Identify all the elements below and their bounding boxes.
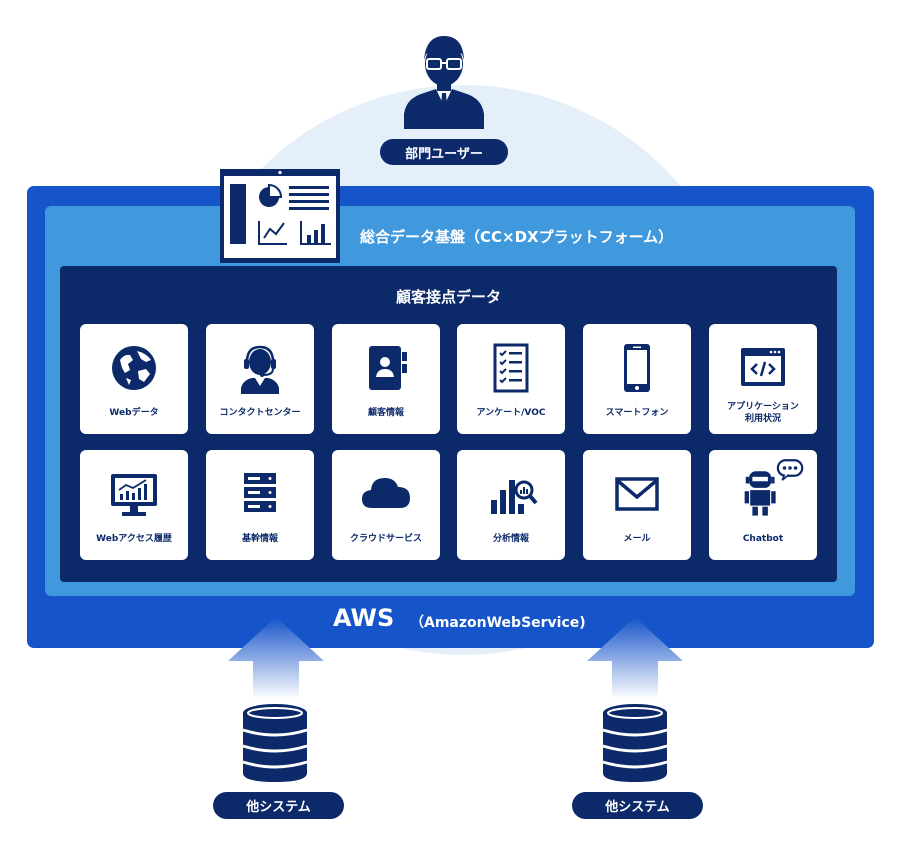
other-system-label: 他システム: [213, 792, 344, 819]
card-label: メール: [623, 534, 651, 544]
cloud-icon: [362, 478, 410, 508]
card-cloud-services: クラウドサービス: [332, 450, 440, 560]
card-label: コンタクトセンター: [219, 408, 301, 418]
upload-arrow-left: [228, 617, 324, 699]
analysis-chart-icon: [491, 480, 538, 514]
card-label: 分析情報: [492, 534, 529, 544]
card-customer-info: 顧客情報: [332, 324, 440, 434]
mail-icon: [615, 477, 659, 511]
analytics-monitor-icon: [111, 474, 157, 516]
contact-data-panel: [60, 266, 837, 582]
card-survey-voc: アンケート/VOC: [457, 324, 565, 434]
other-system-label: 他システム: [572, 792, 703, 819]
platform-title: 総合データ基盤（CC×DXプラットフォーム）: [360, 228, 674, 246]
card-contact-center: コンタクトセンター: [206, 324, 314, 434]
card-chatbot: Chatbot: [709, 450, 817, 560]
aws-title: AWS: [333, 604, 395, 632]
card-analysis-info: 分析情報: [457, 450, 565, 560]
card-web-access-history: Webアクセス履歴: [80, 450, 188, 560]
card-app-usage: アプリケーション利用状況: [709, 324, 817, 434]
card-label: 基幹情報: [241, 534, 278, 544]
card-label: スマートフォン: [605, 408, 669, 418]
database-icon: [242, 704, 308, 782]
card-label: Webアクセス履歴: [96, 534, 172, 544]
checklist-icon: [493, 343, 529, 393]
globe-icon: [112, 346, 156, 390]
code-window-icon: [741, 348, 785, 386]
business-user-icon: [404, 36, 484, 129]
card-label: Webデータ: [109, 408, 159, 418]
aws-subtitle: （AmazonWebService): [410, 615, 586, 631]
server-icon: [244, 473, 276, 512]
upload-arrow-right: [587, 617, 683, 699]
smartphone-icon: [624, 344, 650, 392]
contact-book-icon: [369, 346, 407, 390]
user-label: 部門ユーザー: [380, 139, 508, 165]
card-label: アンケート/VOC: [476, 408, 546, 418]
database-icon: [602, 704, 668, 782]
card-smartphone: スマートフォン: [583, 324, 691, 434]
card-mail: メール: [583, 450, 691, 560]
card-web-data: Webデータ: [80, 324, 188, 434]
card-label: Chatbot: [742, 534, 784, 544]
card-core-info: 基幹情報: [206, 450, 314, 560]
headset-operator-icon: [241, 345, 279, 394]
card-label: アプリケーション利用状況: [727, 402, 799, 424]
chatbot-icon: [744, 459, 804, 516]
card-label: クラウドサービス: [349, 534, 422, 544]
dashboard-monitor-icon: [220, 169, 340, 263]
card-label: 顧客情報: [367, 408, 404, 418]
contact-data-title: 顧客接点データ: [395, 288, 501, 306]
